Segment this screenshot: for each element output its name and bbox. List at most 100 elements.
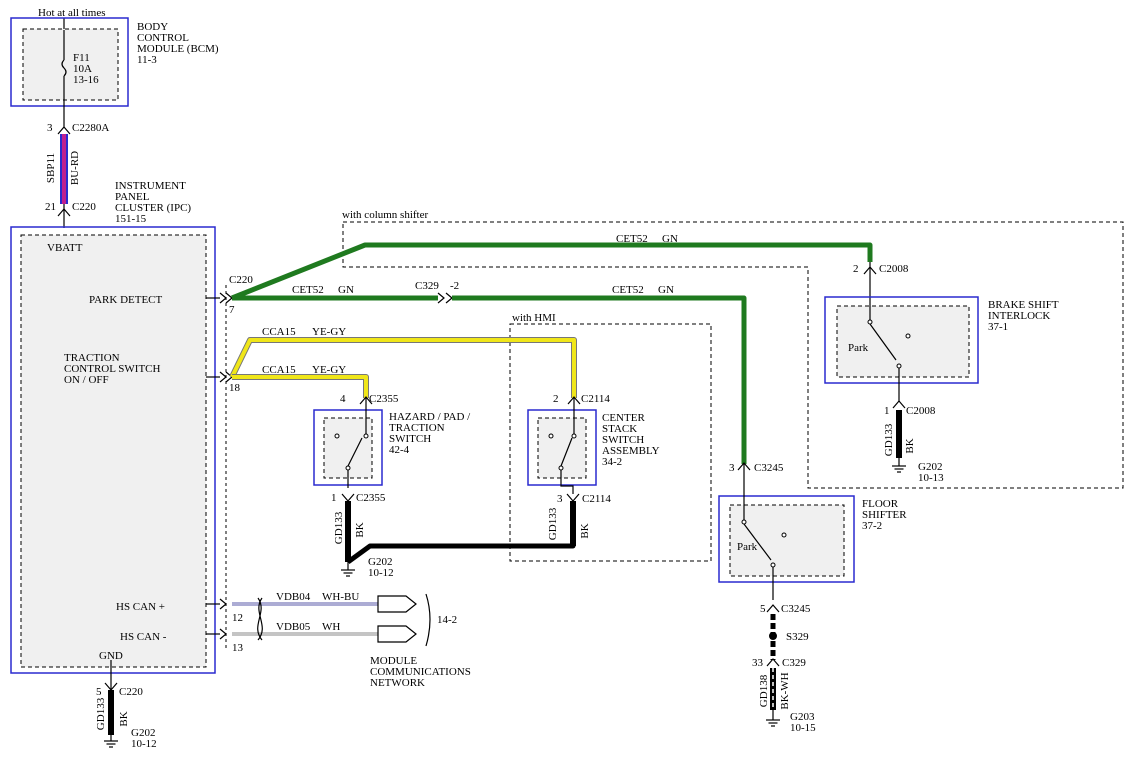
fuse-page: 13-16 (73, 74, 99, 86)
ground-icon (104, 740, 118, 748)
bsi-switch-arm (869, 323, 897, 361)
ipc-label-1: INSTRUMENT (115, 180, 186, 192)
c2114-top-name: C2114 (581, 393, 610, 405)
gd133-ground-splice-wire (346, 501, 576, 565)
stack-label-1: CENTER (602, 412, 645, 424)
floor-contact-open (781, 532, 787, 538)
center-stack-box (527, 409, 597, 486)
brake-shift-inner (836, 305, 970, 378)
fuse-icon (61, 59, 67, 77)
cca15-wire-bottom (232, 375, 368, 398)
gd133-stack-color: BK (579, 523, 591, 538)
c2355-bottom-connector-icon (341, 493, 355, 502)
column-shifter-label: with column shifter (342, 209, 428, 221)
fuse-amps: 10A (73, 63, 92, 75)
network-connector-minus-icon (377, 625, 417, 643)
cca15-top-color: YE-GY (312, 326, 346, 338)
c329-bottom-name: C329 (782, 657, 806, 669)
hazard-contact-open (334, 433, 340, 439)
vdb04-color: WH-BU (322, 591, 359, 603)
c3245-bottom-pin: 5 (760, 603, 766, 615)
gd133-wire-ipc (108, 690, 114, 735)
gd138-circuit: GD138 (758, 674, 770, 707)
ipc-vbatt: VBATT (47, 242, 83, 254)
network-connector-plus-icon (377, 595, 417, 613)
bsi-contact-top (867, 319, 873, 325)
brake-shift-box (824, 296, 979, 384)
gd133-stack-circuit: GD133 (547, 507, 559, 540)
s329-splice-dot (769, 632, 777, 640)
cca15-top-circuit: CCA15 (262, 326, 296, 338)
sbp11-color: BU-RD (69, 151, 81, 185)
g202-ipc-page: 10-12 (131, 738, 157, 750)
cca15-bot-circuit: CCA15 (262, 364, 296, 376)
c2008-top-pin: 2 (853, 263, 859, 275)
stack-contact-pivot (558, 465, 564, 471)
c2008-bottom-connector-icon (892, 400, 906, 409)
floor-label-3: 37-2 (862, 520, 882, 532)
cet52-mid2-color: GN (658, 284, 674, 296)
c3245-top-pin: 3 (729, 462, 735, 474)
stack-label-3: SWITCH (602, 434, 644, 446)
floor-park: Park (737, 541, 758, 553)
stack-contact-top (571, 433, 577, 439)
gd133-wire-stack (570, 501, 576, 546)
c329-arrow2-icon (445, 292, 453, 304)
c2355-bottom-name: C2355 (356, 492, 386, 504)
c220-pin-18: 18 (229, 382, 241, 394)
floor-shifter-inner (729, 504, 845, 577)
ipc-gnd: GND (99, 650, 123, 662)
ipc-park-detect: PARK DETECT (89, 294, 163, 306)
cet52-top-circuit: CET52 (616, 233, 648, 245)
c2280a-connector-icon (57, 126, 71, 135)
bsi-label-2: INTERLOCK (988, 310, 1050, 322)
gd138-color: BK-WH (779, 672, 791, 709)
c2114-bottom-name: C2114 (582, 493, 611, 505)
c2355-top-name: C2355 (369, 393, 399, 405)
c2008-bottom-pin: 1 (884, 405, 890, 417)
ipc-traction-1: TRACTION (64, 352, 120, 364)
ipc-label-2: PANEL (115, 191, 150, 203)
g202-bsi-name: G202 (918, 461, 942, 473)
c220-pin-12: 12 (232, 612, 243, 624)
c2280a-pin: 3 (47, 122, 53, 134)
bcm-module-box (10, 17, 129, 107)
bcm-label-4: 11-3 (137, 54, 157, 66)
c220-bottom-pin: 5 (96, 686, 102, 698)
gd133-ipc-circuit: GD133 (95, 697, 107, 730)
floor-label-2: SHIFTER (862, 509, 907, 521)
stack-contact-open (548, 433, 554, 439)
c329-mid-pin: -2 (450, 280, 459, 292)
c220-pin-7: 7 (229, 304, 235, 316)
column-shifter-region (342, 221, 1124, 489)
c2114-top-connector-icon (567, 396, 581, 405)
bcm-label-3: MODULE (BCM) (137, 43, 219, 55)
floor-contact-top (741, 519, 747, 525)
gd133-ipc-color: BK (118, 711, 130, 726)
c3245-top-name: C3245 (754, 462, 784, 474)
c2114-bottom-pin: 3 (557, 493, 563, 505)
hazard-switch-arm (347, 437, 363, 467)
cet52-mid1-circuit: CET52 (292, 284, 324, 296)
hazard-label-3: SWITCH (389, 433, 431, 445)
g203-name: G203 (790, 711, 815, 723)
c220-pin7-arrow-icon (219, 292, 227, 304)
c220-bottom-name: C220 (119, 686, 143, 698)
bsi-label-3: 37-1 (988, 321, 1008, 333)
sbp11-wire-stripe (62, 134, 66, 204)
stack-label-4: ASSEMBLY (602, 445, 660, 457)
floor-contact-pivot (770, 562, 776, 568)
ipc-hs-can-plus: HS CAN + (116, 601, 165, 613)
stack-label-2: STACK (602, 423, 637, 435)
c220-pin12-arrow-icon (219, 598, 227, 610)
g202-hazard-page: 10-12 (368, 567, 394, 579)
ipc-traction-3: ON / OFF (64, 374, 109, 386)
ipc-label-4: 151-15 (115, 213, 147, 225)
hmi-label: with HMI (512, 312, 556, 324)
ipc-module-box (10, 226, 216, 674)
c329-mid-name: C329 (415, 280, 439, 292)
bsi-park: Park (848, 342, 869, 354)
cca15-bot-color: YE-GY (312, 364, 346, 376)
hazard-label-1: HAZARD / PAD / (389, 411, 471, 423)
